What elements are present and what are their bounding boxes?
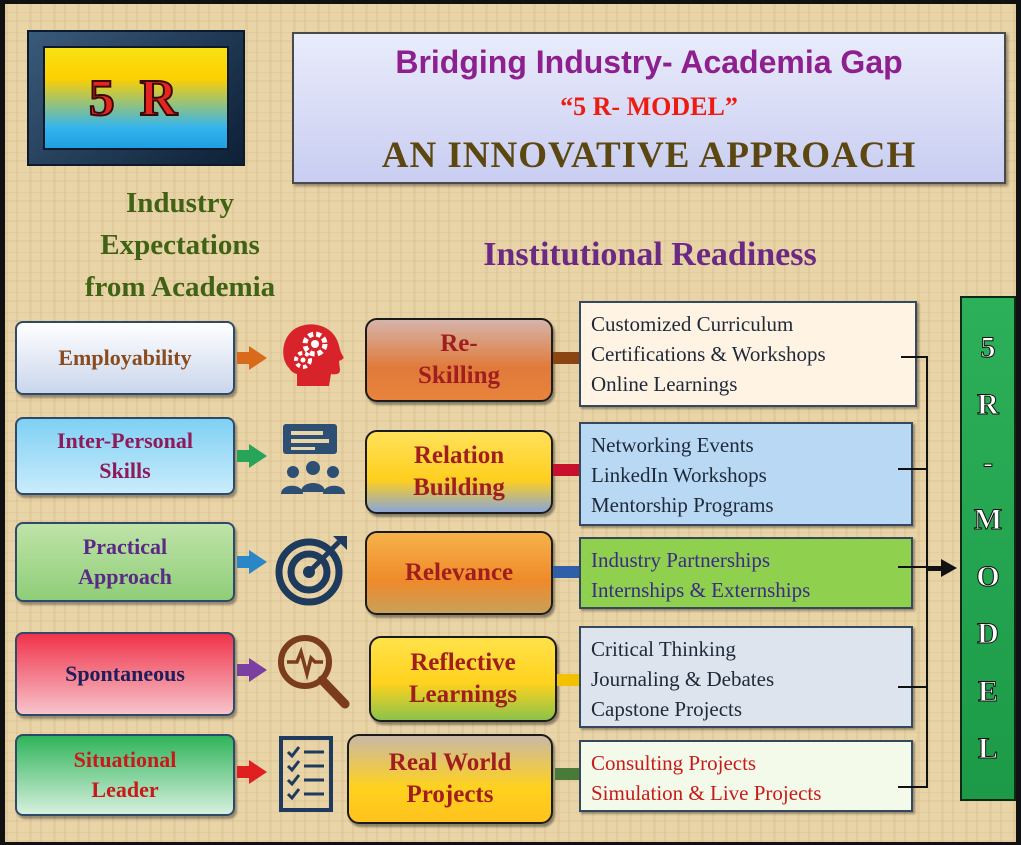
r-label-line-1: Relation (413, 442, 505, 469)
expectation-label-line-2: Approach (78, 564, 172, 589)
magnifier-pulse-icon (273, 630, 353, 710)
heading-line-3: from Academia (84, 271, 276, 303)
r-label-line-1: Real World (388, 749, 512, 776)
r-label-line-2: Building (413, 474, 505, 501)
model-letter: 5 (980, 331, 996, 365)
r-label-line-2: Skilling (418, 362, 500, 389)
connector-bar (557, 674, 579, 686)
details-real-world-projects: Consulting Projects Simulation & Live Pr… (579, 740, 913, 812)
details-reflective-learnings: Critical Thinking Journaling & Debates C… (579, 626, 913, 728)
title-line-2: “5 R- MODEL” (560, 92, 738, 121)
expectation-label-line-1: Situational (73, 747, 177, 772)
diagram-canvas: 5 R Bridging Industry- Academia Gap “5 R… (5, 4, 1016, 842)
arrow-stem (237, 664, 251, 676)
5r-badge: 5 R (27, 30, 245, 166)
title-line-3: AN INNOVATIVE APPROACH (381, 135, 917, 176)
heading-line-2: Expectations (100, 229, 260, 261)
institutional-readiness-heading: Institutional Readiness (483, 236, 817, 273)
detail-item: Internships & Externships (591, 578, 811, 602)
title-line-1: Bridging Industry- Academia Gap (395, 44, 903, 80)
bracket-tick (898, 566, 927, 568)
detail-item: Online Learnings (591, 372, 738, 396)
detail-item: Critical Thinking (591, 637, 736, 661)
expectation-spontaneous: Spontaneous (15, 632, 235, 716)
5r-badge-face: 5 R (43, 46, 229, 150)
detail-item: Industry Partnerships (591, 548, 771, 572)
expectation-employability: Employability (15, 321, 235, 395)
r-label-line-1: Re- (440, 330, 478, 357)
expectation-label: Employability (58, 345, 192, 370)
expectation-practical-approach: Practical Approach (15, 522, 235, 602)
bracket-tick (898, 686, 927, 688)
expectation-label: Spontaneous (65, 661, 185, 686)
model-letter: D (977, 617, 1000, 651)
bracket-line (926, 356, 928, 788)
heading-line-1: Industry (126, 187, 234, 219)
r-box-real-world-projects: Real World Projects (347, 734, 553, 824)
detail-item: Networking Events (591, 433, 754, 457)
right-arrow-icon (249, 346, 267, 370)
checklist-icon (275, 734, 355, 814)
arrow-stem (237, 556, 251, 568)
connector-bar (553, 352, 579, 364)
detail-item: Mentorship Programs (591, 493, 774, 517)
details-relevance: Industry Partnerships Internships & Exte… (579, 537, 913, 609)
connector-bar (553, 566, 579, 578)
model-letter: R (977, 388, 1000, 422)
expectation-interpersonal-skills: Inter-Personal Skills (15, 417, 235, 495)
bracket-arrow-stem (927, 566, 943, 571)
arrow-stem (237, 450, 251, 462)
target-arrow-icon (273, 530, 353, 610)
arrow-stem (237, 766, 251, 778)
expectation-situational-leader: Situational Leader (15, 734, 235, 816)
details-reskilling: Customized Curriculum Certifications & W… (579, 301, 917, 407)
right-arrow-icon (249, 444, 267, 468)
detail-item: Consulting Projects (591, 751, 757, 775)
head-gears-icon (273, 316, 353, 396)
right-arrow-icon (249, 550, 267, 574)
5r-badge-text: 5 R (88, 69, 184, 128)
right-arrow-icon (249, 658, 267, 682)
detail-item: Capstone Projects (591, 697, 743, 721)
r-label-line-1: Reflective (410, 649, 516, 676)
bracket-tick (901, 356, 927, 358)
bracket-tick (898, 786, 927, 788)
expectation-label-line-2: Leader (91, 777, 159, 802)
r-label-line-2: Projects (406, 781, 494, 808)
bracket-tick (898, 468, 927, 470)
model-letter: L (977, 731, 998, 765)
model-letter: - (983, 445, 994, 479)
expectation-label-line-2: Skills (99, 458, 151, 483)
model-letter: E (977, 674, 998, 708)
r-box-reflective-learnings: Reflective Learnings (369, 636, 557, 722)
details-relation-building: Networking Events LinkedIn Workshops Men… (579, 422, 913, 526)
connector-bar (553, 464, 579, 476)
model-letter: M (973, 502, 1003, 536)
detail-item: Simulation & Live Projects (591, 781, 822, 805)
r-box-relevance: Relevance (365, 531, 553, 615)
presentation-audience-icon (273, 420, 353, 500)
arrow-stem (237, 352, 251, 364)
detail-item: Journaling & Debates (591, 667, 775, 691)
r-box-relation-building: Relation Building (365, 430, 553, 514)
right-arrow-icon (249, 760, 267, 784)
expectation-label-line-1: Practical (82, 534, 168, 559)
model-letter: O (976, 560, 1000, 594)
r-label: Relevance (404, 559, 514, 586)
connector-bar (555, 768, 579, 780)
title-box: Bridging Industry- Academia Gap “5 R- MO… (292, 32, 1006, 184)
industry-expectations-heading: Industry Expectations from Academia (45, 182, 315, 308)
r-label-line-2: Learnings (408, 681, 518, 708)
detail-item: Certifications & Workshops (591, 342, 826, 366)
right-arrow-icon (941, 559, 957, 577)
expectation-label-line-1: Inter-Personal (56, 428, 194, 453)
detail-item: Customized Curriculum (591, 312, 794, 336)
r-box-reskilling: Re- Skilling (365, 318, 553, 402)
5r-model-bar: 5 R - M O D E L (960, 296, 1016, 801)
detail-item: LinkedIn Workshops (591, 463, 767, 487)
